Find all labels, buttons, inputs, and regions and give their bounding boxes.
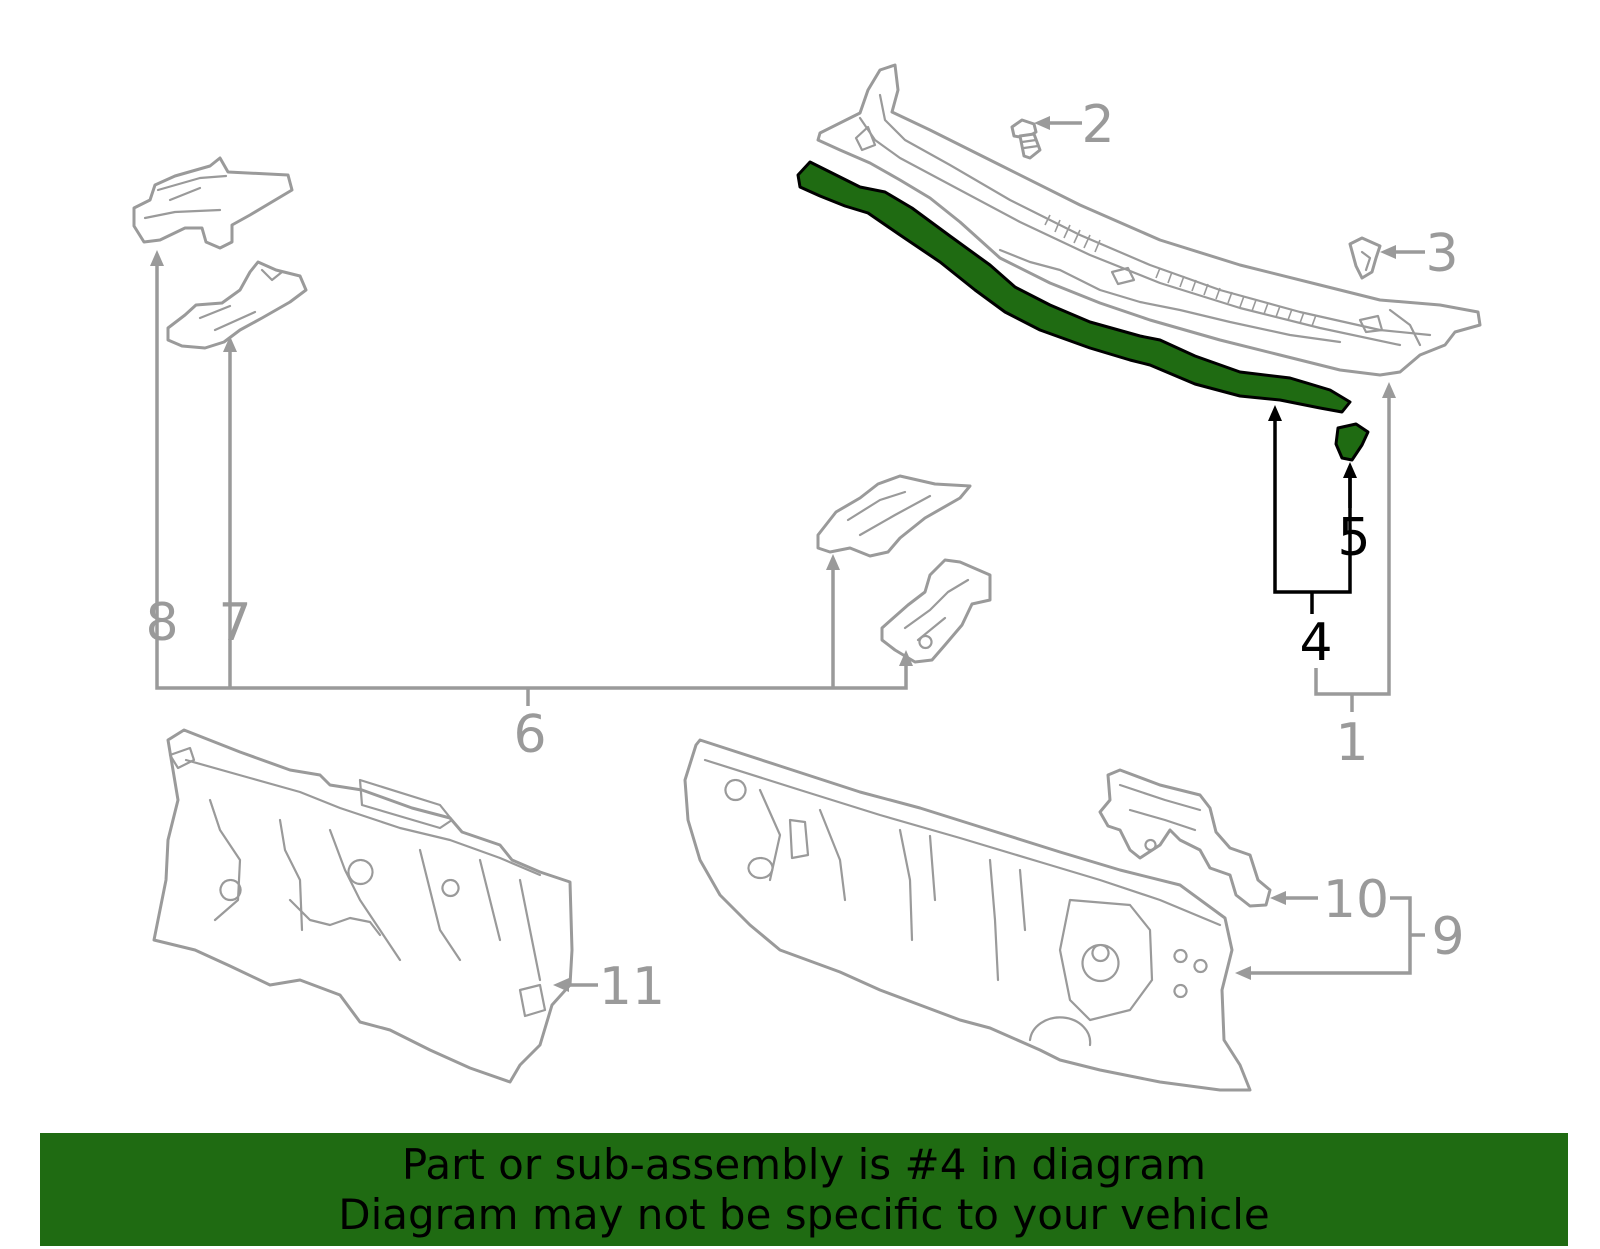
callout-3[interactable]: 3 (1425, 224, 1458, 284)
info-banner: Part or sub-assembly is #4 in diagram Di… (40, 1133, 1568, 1246)
part-grommet[interactable] (1348, 236, 1382, 280)
callout-10[interactable]: 10 (1323, 870, 1389, 930)
part-bracket-7[interactable] (166, 260, 308, 350)
callout-6[interactable]: 6 (513, 705, 546, 765)
callout-2[interactable]: 2 (1081, 95, 1114, 155)
callout-9[interactable]: 9 (1431, 907, 1464, 967)
callout-5[interactable]: 5 (1337, 508, 1370, 568)
leader-lines (150, 116, 1425, 992)
part-dash-panel-left[interactable] (152, 728, 574, 1084)
banner-line-disclaimer: Diagram may not be specific to your vehi… (338, 1189, 1270, 1239)
part-cowl-seal[interactable] (796, 160, 1352, 414)
callout-11[interactable]: 11 (599, 957, 665, 1017)
part-bracket-6a[interactable] (816, 474, 972, 558)
callout-4[interactable]: 4 (1299, 613, 1332, 673)
banner-line-part: Part or sub-assembly is #4 in diagram (401, 1139, 1207, 1189)
part-bracket-8[interactable] (132, 156, 294, 250)
part-seal-clip[interactable] (1334, 422, 1370, 462)
callout-1[interactable]: 1 (1335, 713, 1368, 773)
part-dash-panel-right[interactable] (683, 738, 1252, 1092)
part-bracket-6b[interactable] (880, 558, 992, 664)
part-bolt[interactable] (1010, 118, 1042, 160)
part-cowl-panel[interactable] (816, 63, 1482, 377)
callout-labels: 1 2 3 4 5 6 7 8 9 10 11 (145, 95, 1464, 1017)
callout-7[interactable]: 7 (218, 593, 251, 653)
callout-8[interactable]: 8 (145, 593, 178, 653)
part-bracket-10[interactable] (1098, 768, 1272, 908)
